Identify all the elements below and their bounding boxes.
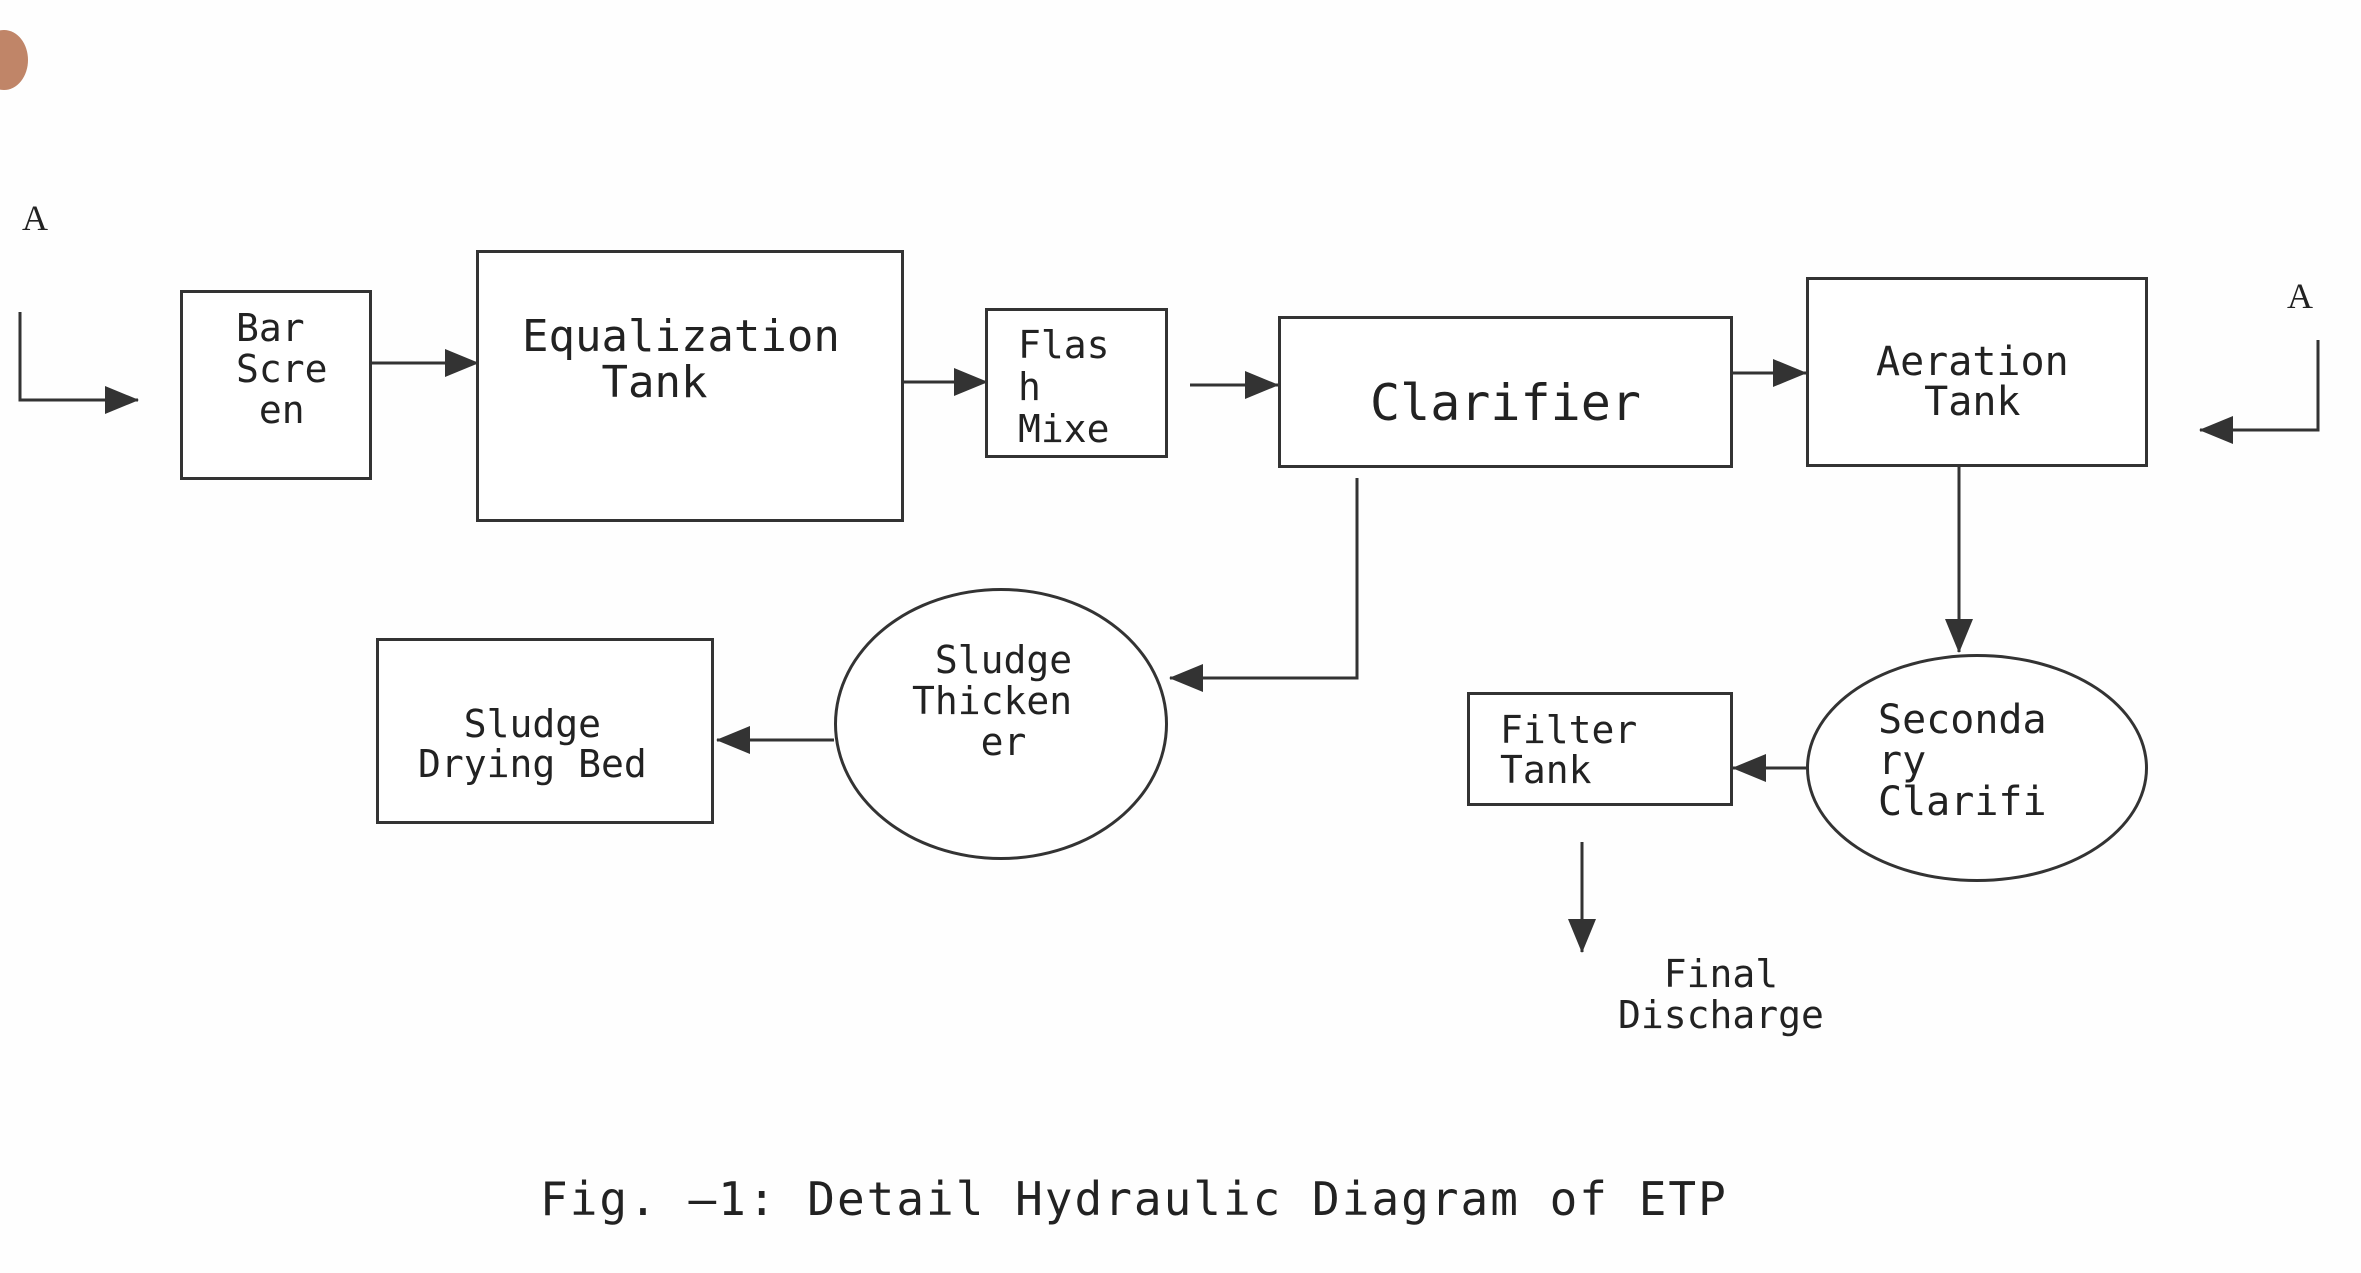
flash-mixer-box [985, 308, 1168, 458]
connector-label-a-left: A [22, 198, 48, 238]
equalization-tank-box [476, 250, 904, 522]
aeration-tank-label: Aeration Tank [1876, 339, 2069, 425]
clarifier-label: Clarifier [1370, 374, 1641, 432]
sludge-drying-bed-box [376, 638, 714, 824]
figure-caption: Fig. –1: Detail Hydraulic Diagram of ETP [540, 1172, 1728, 1226]
bar-screen-box [180, 290, 372, 480]
arrow-inlet-a [18, 312, 139, 414]
sludge-thickener-label: Sludge Thicken er [912, 638, 1073, 764]
secondary-clarifier-label: Seconda ry Clarifi [1878, 697, 2047, 825]
aeration-tank-box [1806, 277, 2148, 467]
final-discharge-label: Final Discharge [1618, 952, 1824, 1037]
flash-mixer-label: Flas h Mixe [1018, 323, 1110, 451]
arrow-clarifier-to-thickener [1169, 478, 1359, 692]
sludge-drying-bed-label: Sludge Drying Bed [418, 702, 647, 786]
filter-tank-label: Filter Tank [1500, 708, 1638, 792]
sludge-thickener-oval [834, 588, 1168, 860]
bar-screen-label: Bar Scre en [236, 306, 328, 432]
clarifier-box [1278, 316, 1733, 468]
connector-label-a-right: A [2287, 276, 2313, 316]
equalization-tank-label: Equalization Tank [522, 311, 840, 408]
arrow-inlet-a-right [2199, 340, 2320, 444]
secondary-clarifier-oval [1806, 654, 2148, 882]
filter-tank-box [1467, 692, 1733, 806]
